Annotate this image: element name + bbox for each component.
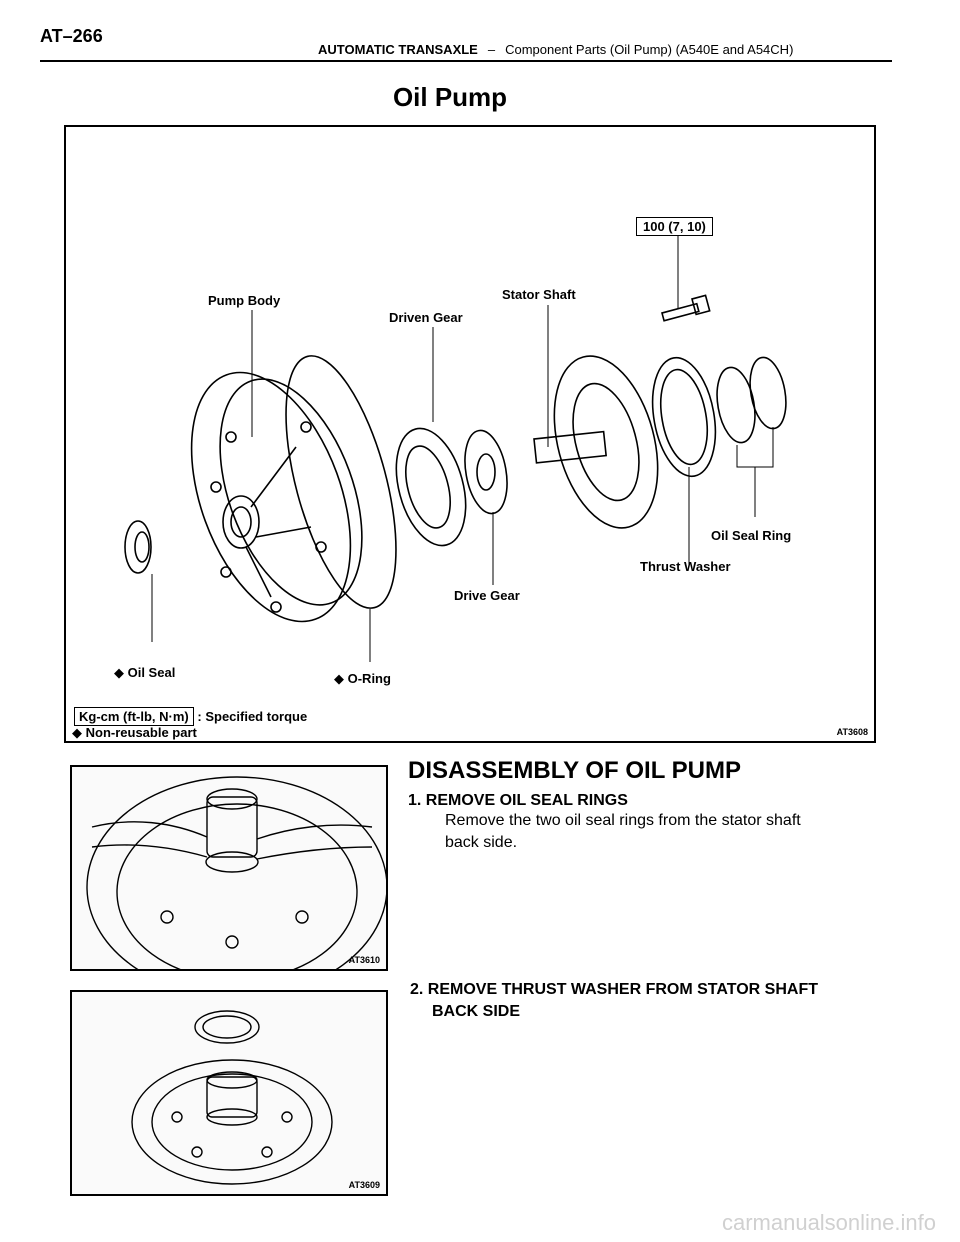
step-1-illustration: AT3610 xyxy=(70,765,388,971)
figure-code-main: AT3608 xyxy=(836,727,868,737)
thrust-washer-drawing xyxy=(651,356,717,478)
bolt-drawing xyxy=(661,294,711,322)
oil-seal-ring-2-drawing xyxy=(749,356,787,430)
oil-seal-drawing xyxy=(124,520,152,574)
driven-gear-drawing xyxy=(395,427,467,547)
label-thrust-washer: Thrust Washer xyxy=(640,559,731,574)
page-number: AT–266 xyxy=(40,26,103,46)
header-subtitle: Component Parts (Oil Pump) (A540E and A5… xyxy=(505,42,794,57)
header-section: AUTOMATIC TRANSAXLE xyxy=(318,42,478,57)
label-oil-seal: ◆ Oil Seal xyxy=(114,665,176,680)
step-2-illustration: AT3609 xyxy=(70,990,388,1196)
label-o-ring: ◆ O-Ring xyxy=(334,671,391,686)
pump-body-drawing xyxy=(190,371,363,623)
label-drive-gear: Drive Gear xyxy=(454,588,520,603)
header-separator: – xyxy=(487,42,496,57)
torque-spec-box: 100 (7, 10) xyxy=(636,217,713,236)
legend-unit-text: : Specified torque xyxy=(197,709,308,724)
label-stator-shaft: Stator Shaft xyxy=(502,287,576,302)
step-2-heading-line2: BACK SIDE xyxy=(432,1003,521,1020)
label-driven-gear: Driven Gear xyxy=(389,310,463,325)
page-header: AUTOMATIC TRANSAXLE–Component Parts (Oil… xyxy=(318,42,793,57)
watermark: carmanualsonline.info xyxy=(721,1210,936,1235)
step-1-text-line1: Remove the two oil seal rings from the s… xyxy=(445,812,801,829)
header-rule xyxy=(40,60,892,62)
legend-unit-box: Kg-cm (ft-lb, N·m) xyxy=(74,707,194,726)
legend-torque: Kg-cm (ft-lb, N·m) : Specified torque xyxy=(74,707,308,726)
label-pump-body: Pump Body xyxy=(208,293,281,308)
step-2-drawing xyxy=(131,1010,333,1185)
step-1-drawing xyxy=(86,776,386,969)
stator-shaft-drawing xyxy=(533,355,659,529)
o-ring-drawing xyxy=(285,355,397,609)
label-oil-seal-ring: Oil Seal Ring xyxy=(711,528,792,543)
section-title: DISASSEMBLY OF OIL PUMP xyxy=(408,757,741,784)
legend-non-reusable: ◆ Non-reusable part xyxy=(72,725,197,740)
step-1-text-line2: back side. xyxy=(445,834,518,851)
diagram-drawing xyxy=(124,235,787,662)
drive-gear-drawing xyxy=(464,429,508,515)
figure-code-step-1: AT3610 xyxy=(348,955,380,965)
page-title: Oil Pump xyxy=(392,82,508,112)
step-2-heading-line1: 2. REMOVE THRUST WASHER FROM STATOR SHAF… xyxy=(410,981,819,998)
oil-seal-ring-1-drawing xyxy=(716,366,756,444)
figure-code-step-2: AT3609 xyxy=(348,1180,380,1190)
oil-pump-exploded-diagram: 100 (7, 10) Pump Body Driven Gear Stator… xyxy=(64,125,876,743)
step-1-heading: 1. REMOVE OIL SEAL RINGS xyxy=(408,792,628,809)
